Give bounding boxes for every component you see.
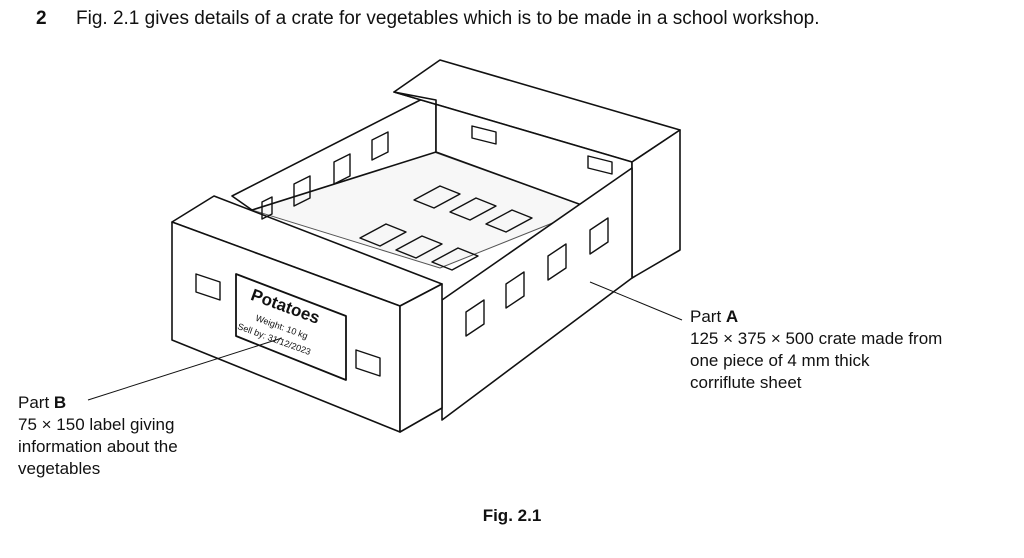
part-b-line-2: information about the — [18, 437, 178, 456]
part-b-prefix: Part — [18, 393, 50, 412]
part-a-line-2: one piece of 4 mm thick — [690, 351, 870, 370]
figure-caption: Fig. 2.1 — [482, 506, 542, 525]
part-b-line-1: 75 × 150 label giving — [18, 415, 175, 434]
front-wall-slots — [465, 217, 609, 337]
part-a-leader — [589, 281, 683, 321]
part-b-line-3: vegetables — [18, 459, 101, 478]
part-a-label: Part A 125 × 375 × 500 crate made from o… — [690, 306, 942, 394]
question-body: Fig. 2.1 gives details of a crate for ve… — [76, 8, 820, 29]
near-end-side — [399, 283, 443, 433]
part-a-letter: A — [725, 307, 739, 326]
part-b-letter: B — [53, 393, 67, 412]
far-panel-slots — [471, 125, 613, 175]
label-plate — [235, 273, 347, 381]
part-b-label: Part B 75 × 150 label giving information… — [18, 392, 178, 480]
question-text: 2 Fig. 2.1 gives details of a crate for v… — [36, 8, 820, 30]
back-wall-slots — [261, 131, 389, 220]
part-a-line-3: corriflute sheet — [690, 373, 802, 392]
near-end-slots — [195, 273, 381, 377]
floor-slots — [359, 185, 533, 271]
part-b-leader — [87, 337, 283, 401]
part-a-line-1: 125 × 375 × 500 crate made from — [690, 329, 943, 348]
question-number: 2 — [36, 8, 47, 29]
part-a-prefix: Part — [690, 307, 722, 326]
